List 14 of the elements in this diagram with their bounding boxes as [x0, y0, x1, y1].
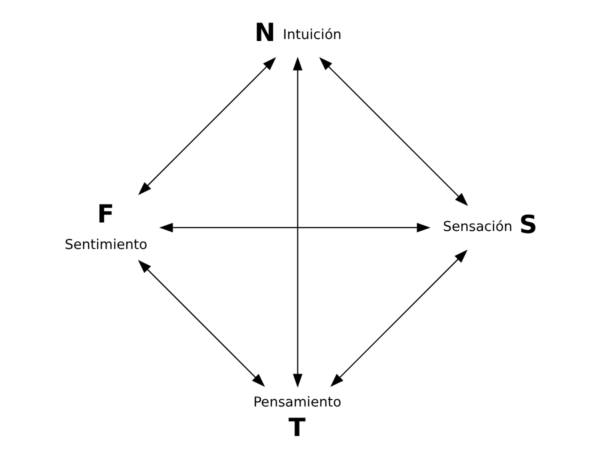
node-label: Sentimiento	[64, 236, 147, 253]
node-label: Intuición	[282, 27, 342, 44]
arrow	[158, 222, 430, 232]
arrow	[292, 56, 302, 388]
node-label: Sensación	[442, 219, 512, 236]
node-text: T	[288, 413, 306, 442]
node-text: S	[518, 210, 537, 239]
arrow	[330, 250, 468, 387]
node-text: N	[254, 18, 275, 47]
arrow	[138, 260, 264, 387]
node-text: F	[96, 200, 114, 229]
arrow	[138, 57, 276, 196]
arrow	[318, 57, 468, 206]
node-label: Pensamiento	[252, 394, 341, 411]
